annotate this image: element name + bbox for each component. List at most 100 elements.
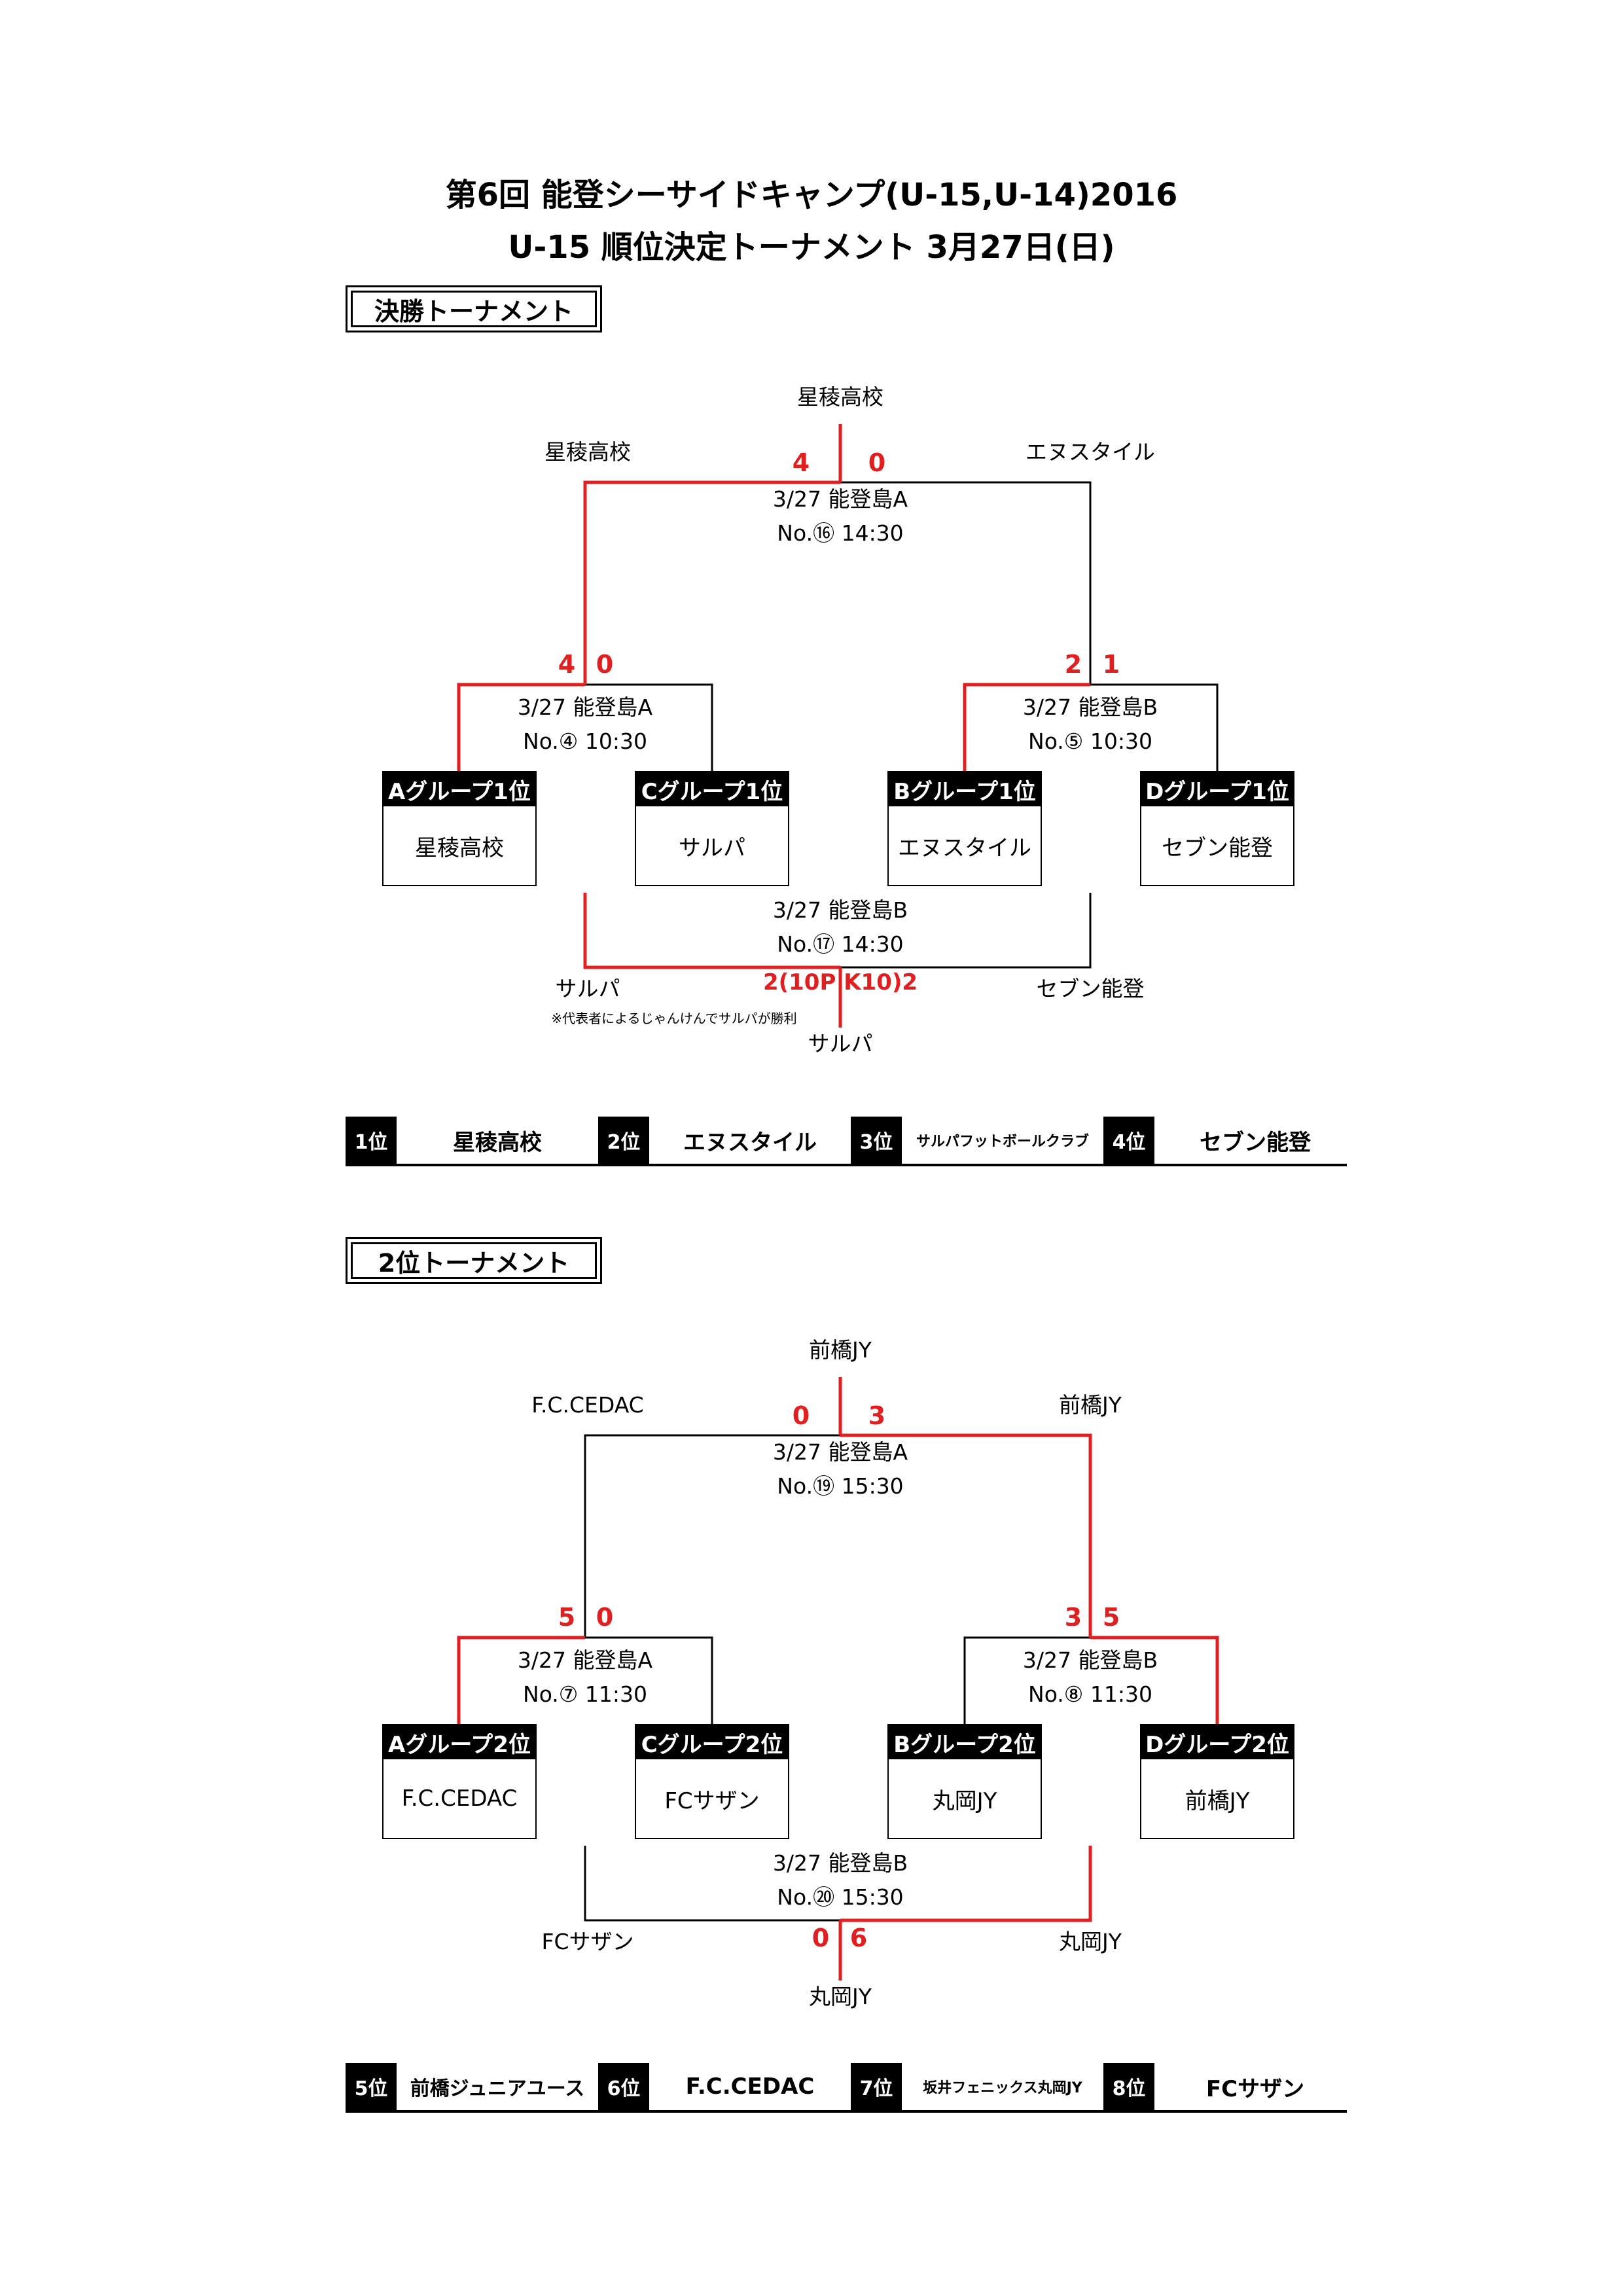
final-winner-label: 星稜高校: [797, 384, 883, 410]
final-ranking-row: 1位 星稜高校 2位 エヌスタイル 3位 サルパフットボールクラブ 4位 セブン…: [346, 1117, 1347, 1166]
second-final-match-info: No.⑲ 15:30: [777, 1473, 904, 1499]
second-tournament-heading-text: 2位トーナメント: [351, 1242, 597, 1279]
team-box-a1: Aグループ1位 星稜高校: [382, 771, 537, 886]
final-tournament-heading-text: 決勝トーナメント: [351, 291, 597, 327]
second-final-right-team-label: 前橋JY: [1059, 1392, 1122, 1418]
final-right-score: 0: [868, 448, 886, 477]
second-semi-left-left-line: [457, 1636, 585, 1724]
ranking-cell: 4位 セブン能登: [1103, 1117, 1356, 1164]
team-box-header: Dグループ2位: [1141, 1725, 1293, 1759]
second-semi-right-venue: 3/27 能登島B: [1022, 1647, 1158, 1673]
team-box-b2: Bグループ2位 丸岡JY: [887, 1724, 1042, 1839]
ranking-underline: [346, 2110, 1347, 2113]
team-box-name: 星稜高校: [415, 834, 504, 861]
ranking-cell: 2位 エヌスタイル: [598, 1117, 851, 1164]
team-box-d2: Dグループ2位 前橋JY: [1140, 1724, 1294, 1839]
third-match-info: No.⑰ 14:30: [777, 931, 904, 957]
team-box-name: 前橋JY: [1185, 1787, 1250, 1814]
semi-right-right-score: 1: [1102, 650, 1120, 679]
second-semi-right-right-score: 5: [1102, 1603, 1120, 1632]
second-semi-left-match-info: No.⑦ 11:30: [523, 1681, 647, 1707]
ranking-underline: [346, 1164, 1347, 1166]
rank-team: セブン能登: [1200, 1129, 1311, 1156]
rank-team: 坂井フェニックス丸岡JY: [923, 2080, 1082, 2096]
final-venue: 3/27 能登島A: [772, 486, 908, 512]
rank-number: 4位: [1103, 1117, 1154, 1164]
team-box-header: Dグループ1位: [1141, 772, 1293, 806]
semi-left-left-score: 4: [558, 650, 576, 679]
document-title: 第6回 能登シーサイドキャンプ(U-15,U-14)2016: [445, 177, 1178, 213]
second-semi-right-match-info: No.⑧ 11:30: [1028, 1681, 1152, 1707]
second-third-left-team: FCサザン: [541, 1929, 634, 1954]
team-box-header: Cグループ2位: [636, 1725, 788, 1759]
second-tournament-heading: 2位トーナメント: [346, 1237, 602, 1284]
rank-team: エヌスタイル: [683, 1129, 817, 1156]
team-box-c2: Cグループ2位 FCサザン: [635, 1724, 789, 1839]
third-match-right-team: セブン能登: [1036, 976, 1145, 1001]
final-match-right-line: [840, 481, 1092, 685]
document-subtitle: U-15 順位決定トーナメント 3月27日(日): [508, 229, 1115, 266]
team-box-name: エヌスタイル: [898, 834, 1031, 861]
semi-right-right-line: [1090, 683, 1219, 771]
rank-number: 2位: [598, 1117, 649, 1164]
semi-right-left-score: 2: [1064, 650, 1082, 679]
semi-right-venue: 3/27 能登島B: [1022, 694, 1158, 720]
rank-number: 8位: [1103, 2063, 1154, 2110]
team-box-name: サルパ: [679, 834, 745, 861]
second-third-left-score: 0: [812, 1924, 830, 1952]
second-third-right-line: [840, 1846, 1092, 1922]
rank-team: 星稜高校: [453, 1129, 542, 1156]
final-bracket-lines: [457, 424, 1219, 1028]
rank-team: 前橋ジュニアユース: [410, 2077, 585, 2100]
second-semi-right-left-line: [963, 1636, 1090, 1724]
team-box-b1: Bグループ1位 エヌスタイル: [887, 771, 1042, 886]
ranking-cell: 7位 坂井フェニックス丸岡JY: [851, 2063, 1103, 2110]
team-box-header: Bグループ2位: [889, 1725, 1041, 1759]
second-final-left-score: 0: [792, 1401, 810, 1430]
second-bracket-lines: [457, 1377, 1219, 1981]
rank-team: F.C.CEDAC: [685, 2073, 815, 2100]
second-third-left-line: [584, 1846, 840, 1922]
second-semi-left-right-score: 0: [596, 1603, 614, 1632]
team-box-d1: Dグループ1位 セブン能登: [1140, 771, 1294, 886]
second-third-right-score: 6: [849, 1924, 868, 1952]
ranking-cell: 1位 星稜高校: [346, 1117, 598, 1164]
team-box-header: Bグループ1位: [889, 772, 1041, 806]
rank-number: 6位: [598, 2063, 649, 2110]
ranking-cell: 5位 前橋ジュニアユース: [346, 2063, 598, 2110]
rank-number: 3位: [851, 1117, 902, 1164]
final-left-team-label: 星稜高校: [544, 439, 631, 465]
second-final-left-team-label: F.C.CEDAC: [531, 1392, 644, 1418]
semi-right-left-line: [963, 683, 1090, 771]
third-match-score: 2(10P K10)2: [762, 969, 918, 996]
third-match-left-line: [583, 893, 840, 969]
second-semi-left-venue: 3/27 能登島A: [517, 1647, 653, 1673]
second-third-match-info: No.⑳ 15:30: [777, 1884, 904, 1910]
team-box-header: Cグループ1位: [636, 772, 788, 806]
ranking-cell: 3位 サルパフットボールクラブ: [851, 1117, 1103, 1164]
third-match-venue: 3/27 能登島B: [772, 897, 908, 923]
semi-left-left-line: [457, 683, 585, 771]
third-match-note: ※代表者によるじゃんけんでサルパが勝利: [551, 1011, 797, 1026]
ranking-cell: 8位 FCサザン: [1103, 2063, 1356, 2110]
rank-number: 1位: [346, 1117, 397, 1164]
rank-team: FCサザン: [1205, 2075, 1305, 2102]
final-left-score: 4: [792, 448, 810, 477]
semi-left-right-score: 0: [596, 650, 614, 679]
team-box-name: FCサザン: [664, 1787, 760, 1814]
second-final-right-score: 3: [868, 1401, 886, 1430]
second-third-right-team: 丸岡JY: [1059, 1929, 1122, 1954]
team-box-a2: Aグループ2位 F.C.CEDAC: [382, 1724, 537, 1839]
semi-left-match-info: No.④ 10:30: [523, 728, 647, 754]
final-bracket: 星稜高校 星稜高校 エヌスタイル 4 0 3/27 能登島A No.⑯ 14:3…: [0, 367, 1623, 1073]
semi-right-match-info: No.⑤ 10:30: [1028, 728, 1152, 754]
team-box-header: Aグループ2位: [383, 1725, 535, 1759]
final-tournament-heading: 決勝トーナメント: [346, 285, 602, 332]
second-semi-left-left-score: 5: [558, 1603, 576, 1632]
second-final-venue: 3/27 能登島A: [772, 1439, 908, 1465]
rank-number: 7位: [851, 2063, 902, 2110]
semi-left-venue: 3/27 能登島A: [517, 694, 653, 720]
final-match-info: No.⑯ 14:30: [777, 520, 904, 546]
final-match-left-line: [583, 480, 840, 685]
rank-team: サルパフットボールクラブ: [916, 1134, 1089, 1150]
